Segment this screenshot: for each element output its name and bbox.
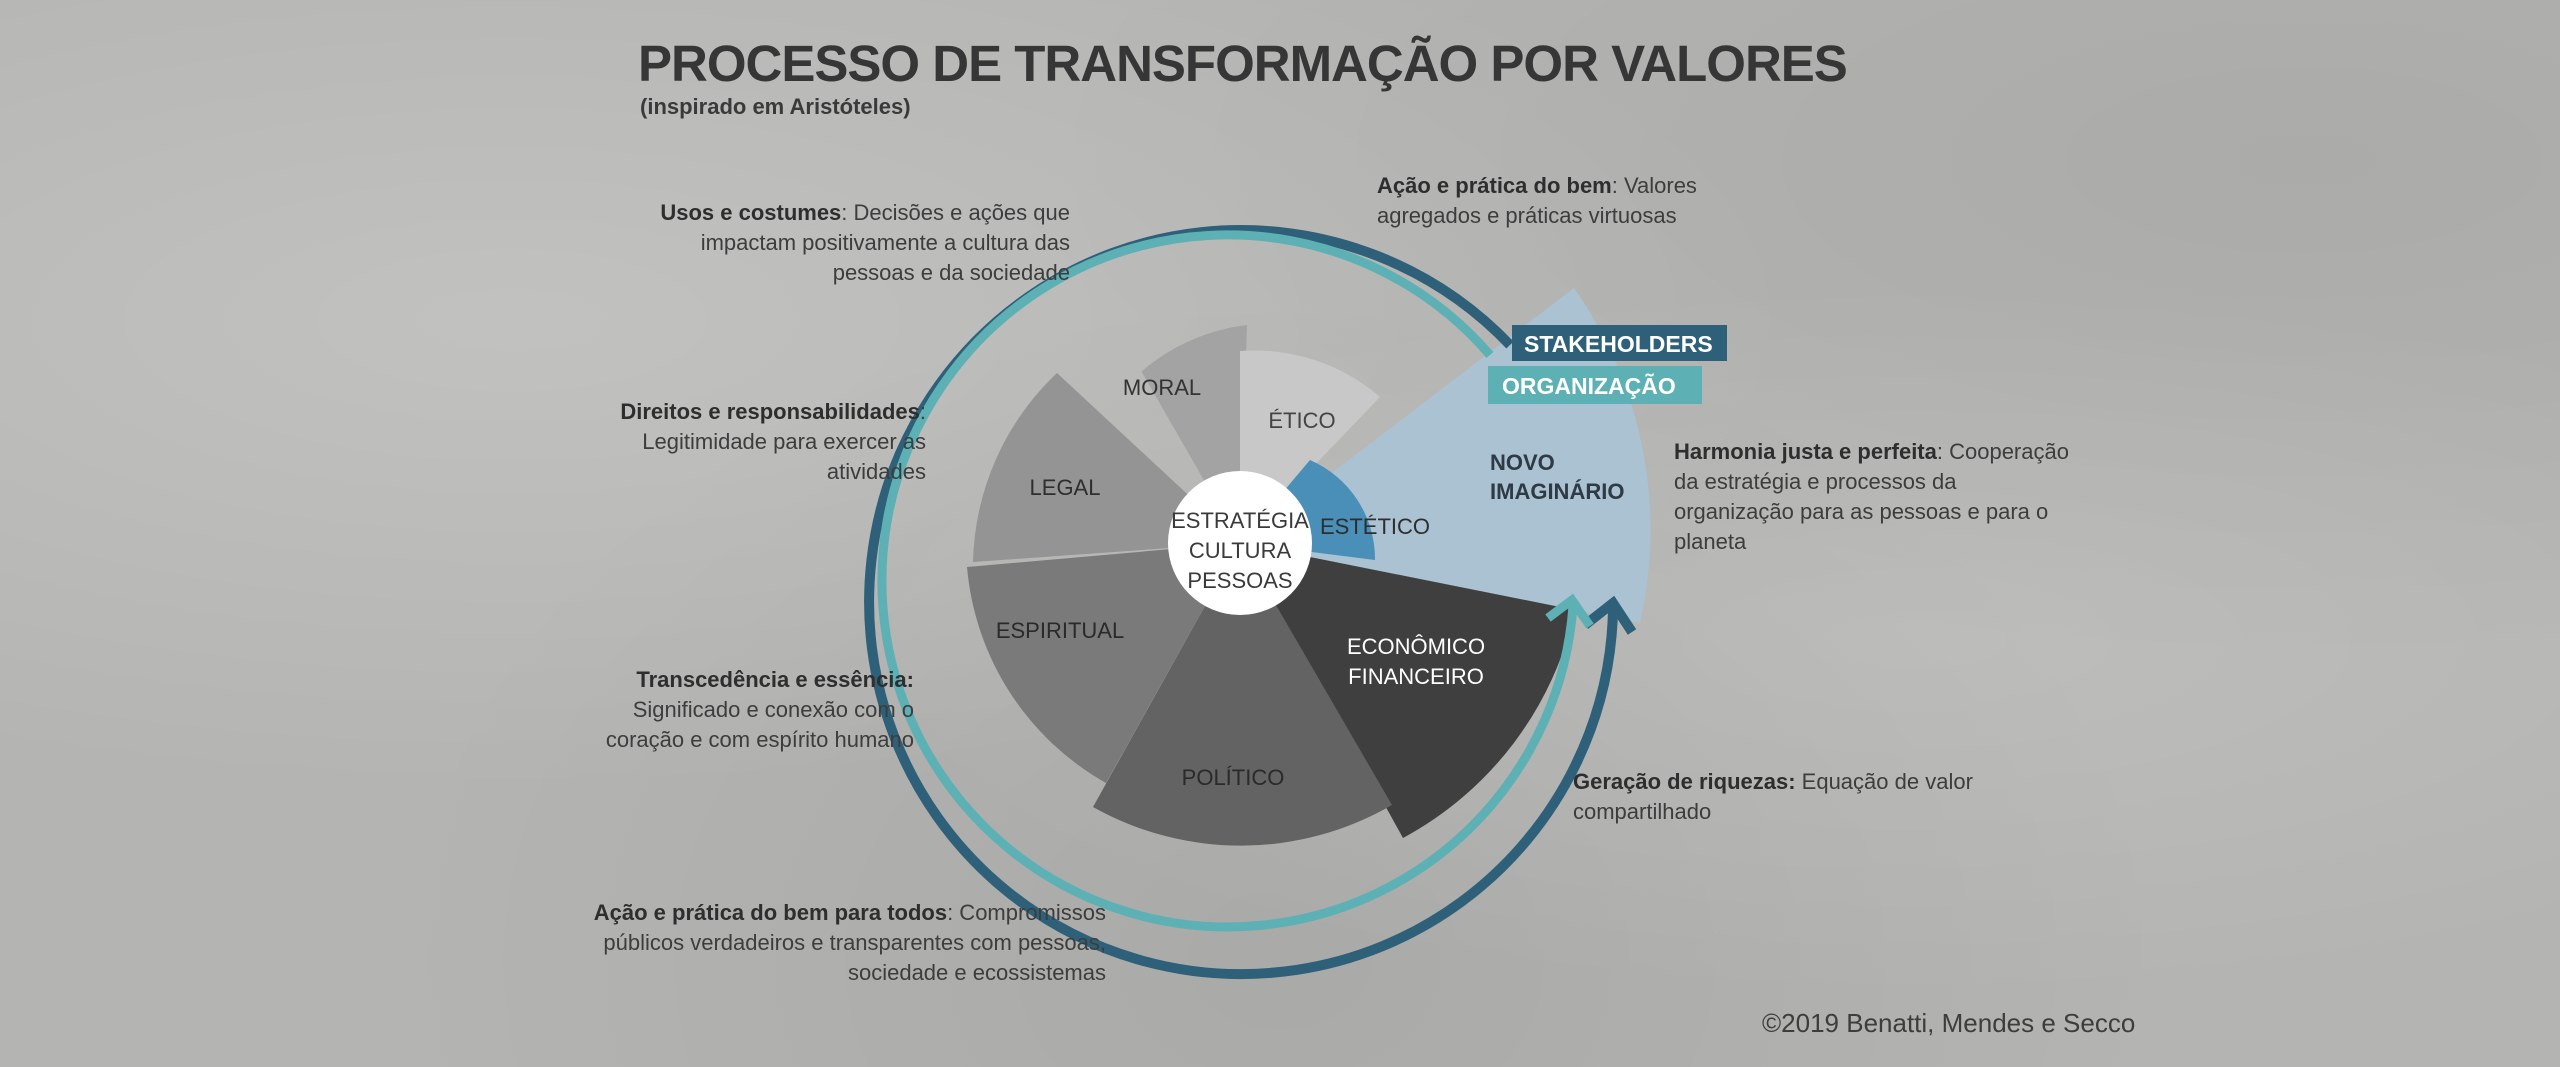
note-direitos-bold: Direitos e responsabilidades bbox=[620, 399, 920, 424]
organizacao-arrowhead bbox=[1545, 593, 1594, 629]
segment-label-financeiro: FINANCEIRO bbox=[1348, 664, 1484, 689]
note-usos-bold: Usos e costumes bbox=[660, 200, 842, 225]
center-label-2: CULTURA bbox=[1189, 538, 1292, 563]
page-subtitle: (inspirado em Aristóteles) bbox=[640, 94, 911, 119]
note-acao-bem-text: : Valores agregados e práticas virtuosas bbox=[1377, 173, 1697, 228]
organizacao-label-box bbox=[1488, 366, 1702, 404]
segment-politico bbox=[1093, 543, 1392, 846]
note-acao-bem-bold: Ação e prática do bem bbox=[1377, 173, 1612, 198]
note-acao-todos: Ação e prática do bem para todos: Compro… bbox=[540, 898, 1106, 988]
segment-label-politico: POLÍTICO bbox=[1182, 765, 1285, 790]
center-circle bbox=[1168, 471, 1312, 615]
segment-label-estetico: ESTÉTICO bbox=[1320, 514, 1430, 539]
segment-label-etico: ÉTICO bbox=[1268, 408, 1335, 433]
note-geracao-text: Equação de valor compartilhado bbox=[1573, 769, 1973, 824]
page-title: PROCESSO DE TRANSFORMAÇÃO POR VALORES bbox=[638, 35, 1848, 92]
note-direitos: Direitos e responsabilidades: Legitimida… bbox=[560, 397, 926, 487]
note-acao-todos-text: : Compromissos públicos verdadeiros e tr… bbox=[603, 900, 1106, 985]
segment-economico bbox=[1240, 543, 1575, 838]
note-usos-costumes: Usos e costumes: Decisões e ações que im… bbox=[620, 198, 1070, 288]
center-label-1: ESTRATÉGIA bbox=[1171, 508, 1309, 533]
note-transcendencia-text: Significado e conexão com o coração e co… bbox=[605, 697, 914, 752]
segment-espiritual bbox=[967, 543, 1240, 783]
note-transcendencia-bold: Transcedência e essência: bbox=[636, 667, 914, 692]
segment-label-legal: LEGAL bbox=[1030, 475, 1101, 500]
note-acao-todos-bold: Ação e prática do bem para todos bbox=[593, 900, 948, 925]
stakeholders-label: STAKEHOLDERS bbox=[1524, 331, 1713, 357]
note-harmonia-text: : Cooperação da estratégia e processos d… bbox=[1674, 439, 2069, 554]
segment-label-espiritual: ESPIRITUAL bbox=[996, 618, 1124, 643]
note-geracao-bold: Geração de riquezas: bbox=[1573, 769, 1796, 794]
segment-legal bbox=[973, 373, 1240, 562]
organizacao-label: ORGANIZAÇÃO bbox=[1502, 372, 1676, 399]
note-harmonia-bold: Harmonia justa e perfeita bbox=[1674, 439, 1937, 464]
note-usos-text: : Decisões e ações que impactam positiva… bbox=[700, 200, 1070, 285]
note-harmonia: Harmonia justa e perfeita: Cooperação da… bbox=[1674, 437, 2074, 557]
stakeholders-label-box bbox=[1512, 325, 1727, 361]
segment-label-economico: ECONÔMICO bbox=[1347, 634, 1485, 659]
center-label-3: PESSOAS bbox=[1187, 568, 1292, 593]
note-acao-bem: Ação e prática do bem: Valores agregados… bbox=[1377, 171, 1737, 231]
segment-label-imaginario: IMAGINÁRIO bbox=[1490, 479, 1624, 504]
note-geracao: Geração de riquezas: Equação de valor co… bbox=[1573, 767, 2023, 827]
segment-label-novo: NOVO bbox=[1490, 450, 1555, 475]
stakeholders-arrowhead bbox=[1581, 595, 1637, 635]
copyright: ©2019 Benatti, Mendes e Secco bbox=[1762, 1008, 2136, 1038]
organizacao-ring bbox=[877, 230, 1578, 932]
segment-label-moral: MORAL bbox=[1123, 375, 1201, 400]
note-transcendencia: Transcedência e essência: Significado e … bbox=[560, 665, 914, 755]
note-direitos-text: : Legitimidade para exercer as atividade… bbox=[642, 399, 926, 484]
